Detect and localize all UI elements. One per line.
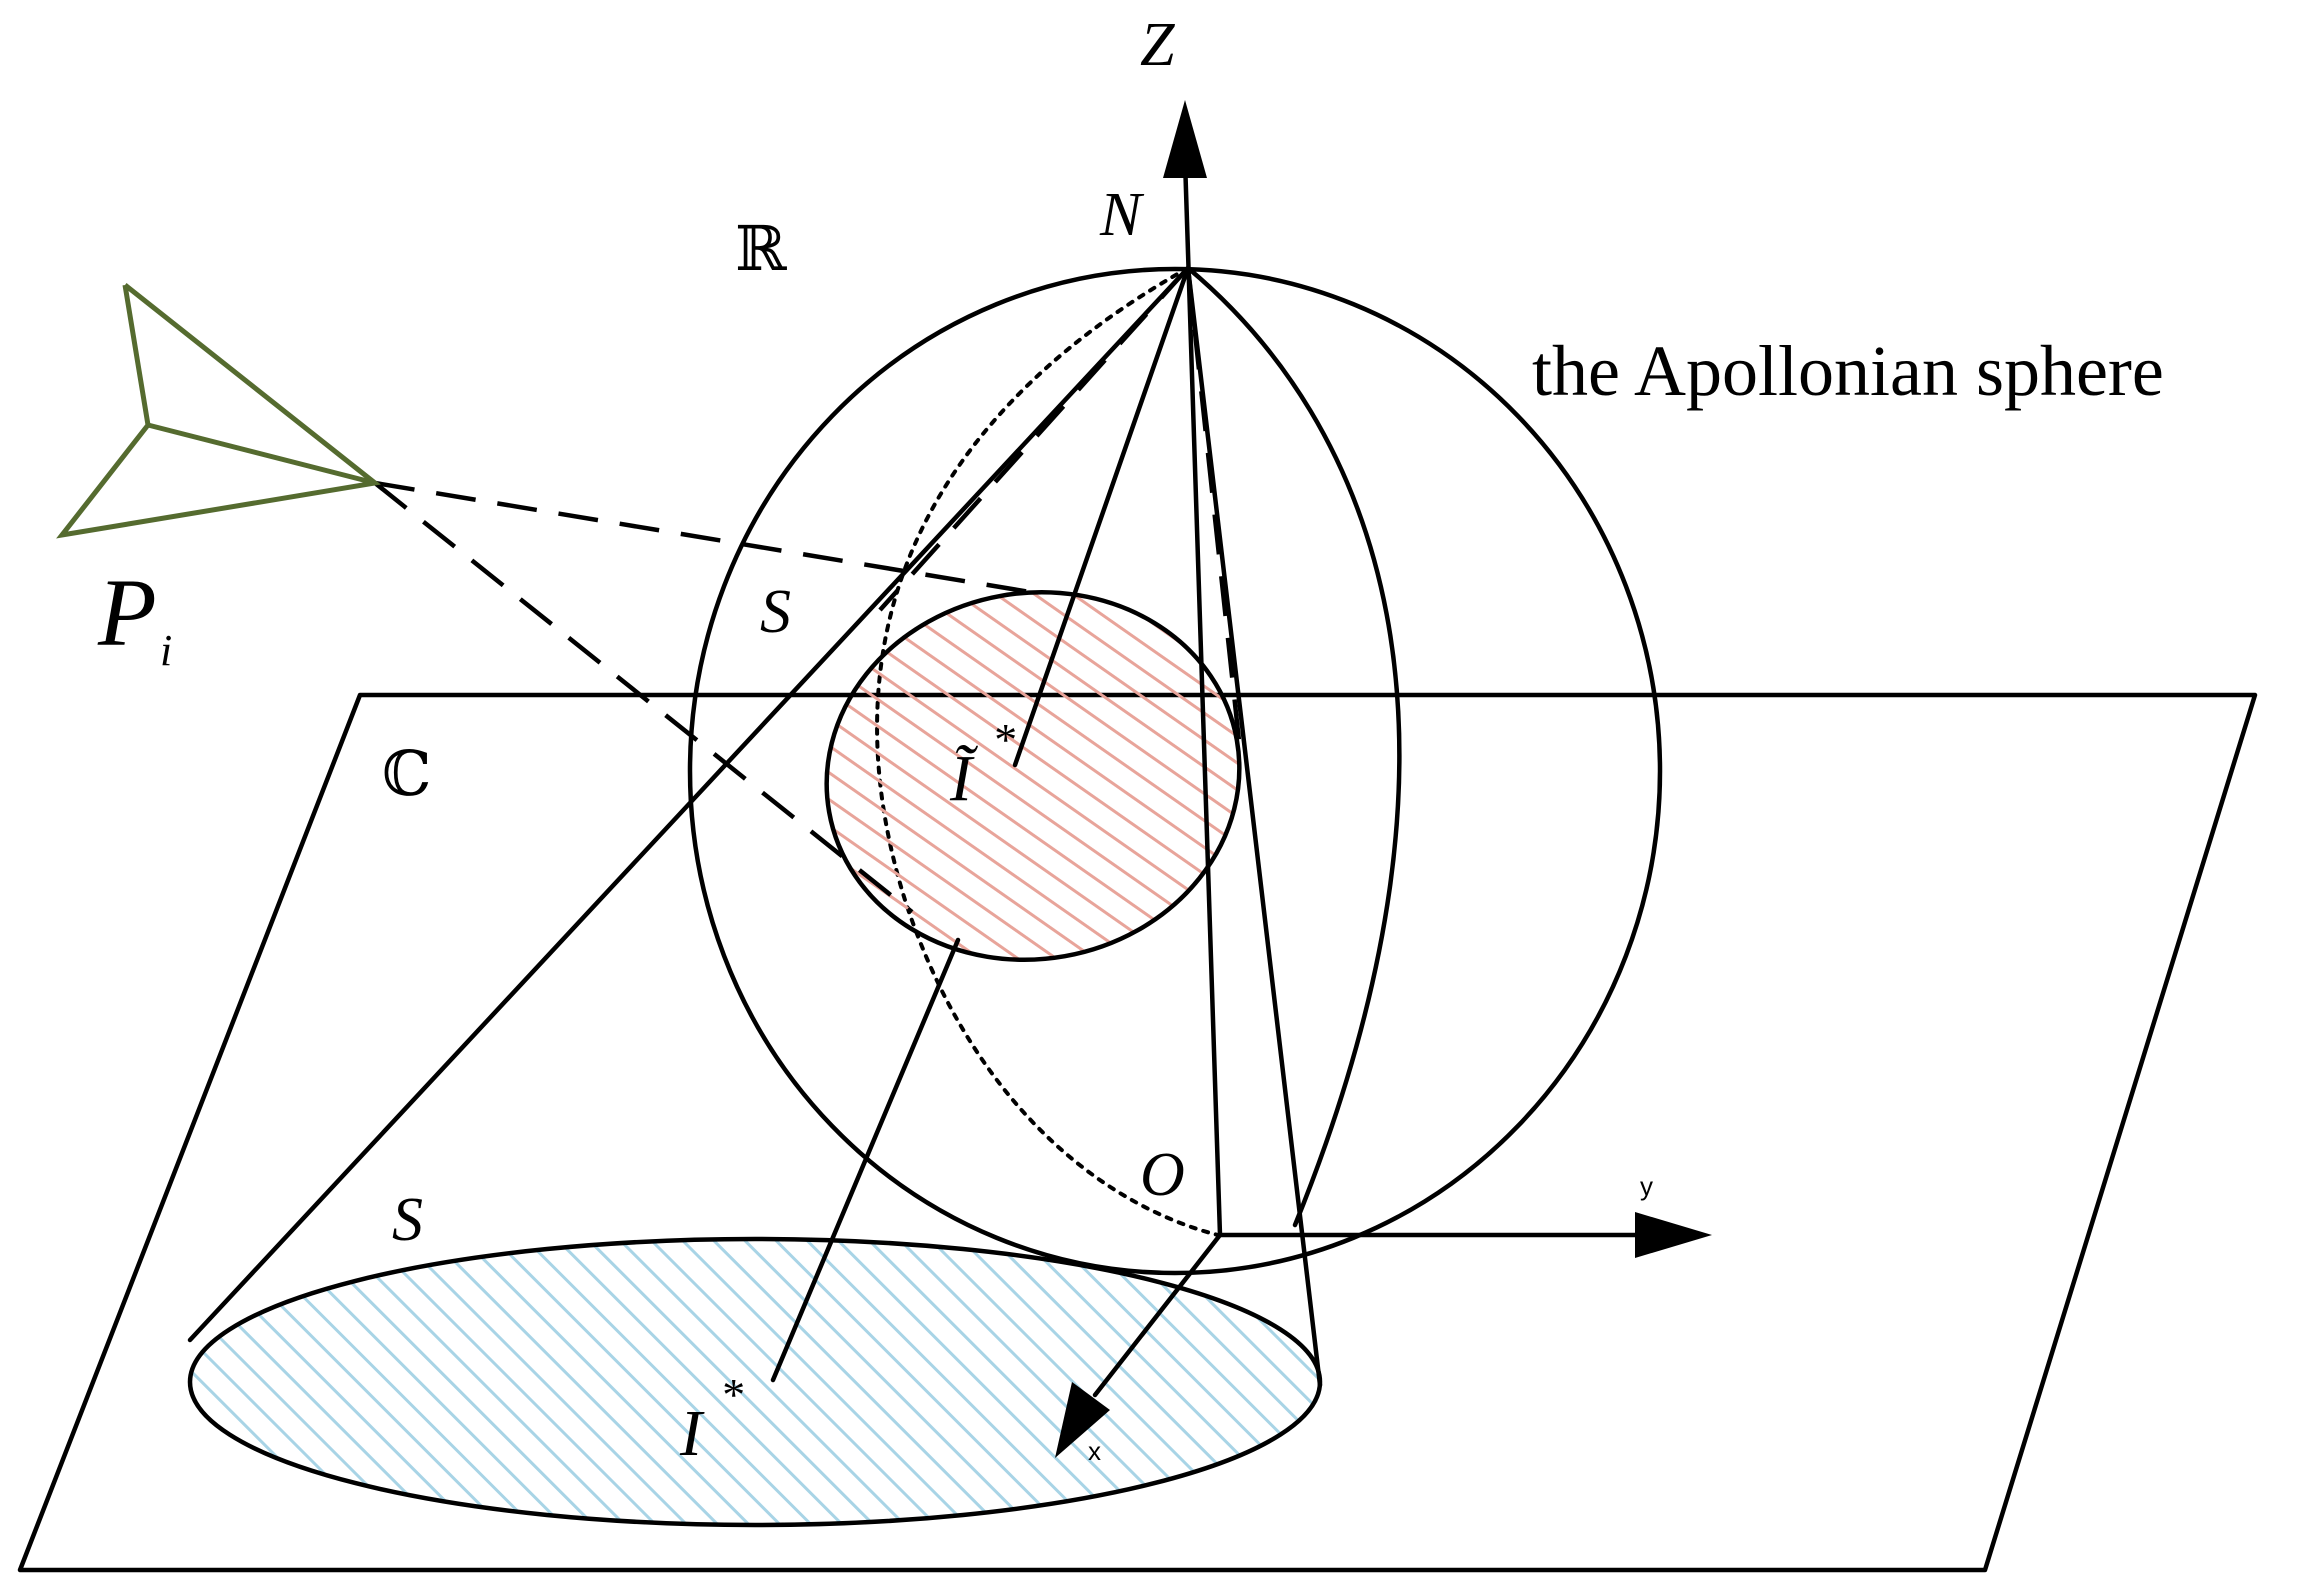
viewpoint-label: P [97, 559, 157, 666]
image-superscript: * [720, 1369, 743, 1420]
dashed-line-n-left [878, 266, 1190, 612]
x-axis-line [1092, 1232, 1223, 1398]
projection-line-left [187, 265, 1191, 1343]
projection-line-center [1012, 265, 1191, 768]
complex-plane-label: ℂ [382, 741, 431, 809]
s-label-upper: S [760, 578, 791, 646]
image-region-sphere [824, 589, 1242, 963]
z-axis-line [1182, 157, 1223, 1238]
y-axis-arrowhead [1635, 1212, 1712, 1258]
complex-plane [17, 692, 2258, 1573]
dashed-line-n-right [1185, 267, 1243, 751]
s-label-lower: S [392, 1186, 423, 1254]
reals-label: ℝ [735, 216, 787, 284]
image-region-plane [187, 1236, 1323, 1528]
origin-label: O [1140, 1141, 1185, 1209]
viewpoint-marker-inner [147, 422, 376, 486]
viewpoint-ray-upper [374, 480, 1031, 595]
image-tilde-superscript: * [992, 714, 1015, 765]
north-pole-label: N [1099, 181, 1145, 249]
viewpoint-ray-lower [373, 481, 914, 914]
apollonian-sphere [687, 266, 1663, 1276]
z-axis-arrowhead [1163, 100, 1207, 178]
x-axis-label: x [1088, 1436, 1101, 1466]
image-label: I [679, 1397, 705, 1470]
projection-line-to-image [770, 937, 961, 1383]
viewpoint-subscript: i [160, 626, 172, 675]
y-axis-label: y [1640, 1171, 1653, 1201]
sphere-name-label: the Apollonian sphere [1532, 331, 2164, 411]
viewpoint-marker-icon [56, 283, 381, 539]
sphere-meridian-front [1185, 265, 1402, 1228]
x-axis-arrowhead [1055, 1382, 1110, 1458]
z-axis-label: Z [1140, 11, 1175, 79]
